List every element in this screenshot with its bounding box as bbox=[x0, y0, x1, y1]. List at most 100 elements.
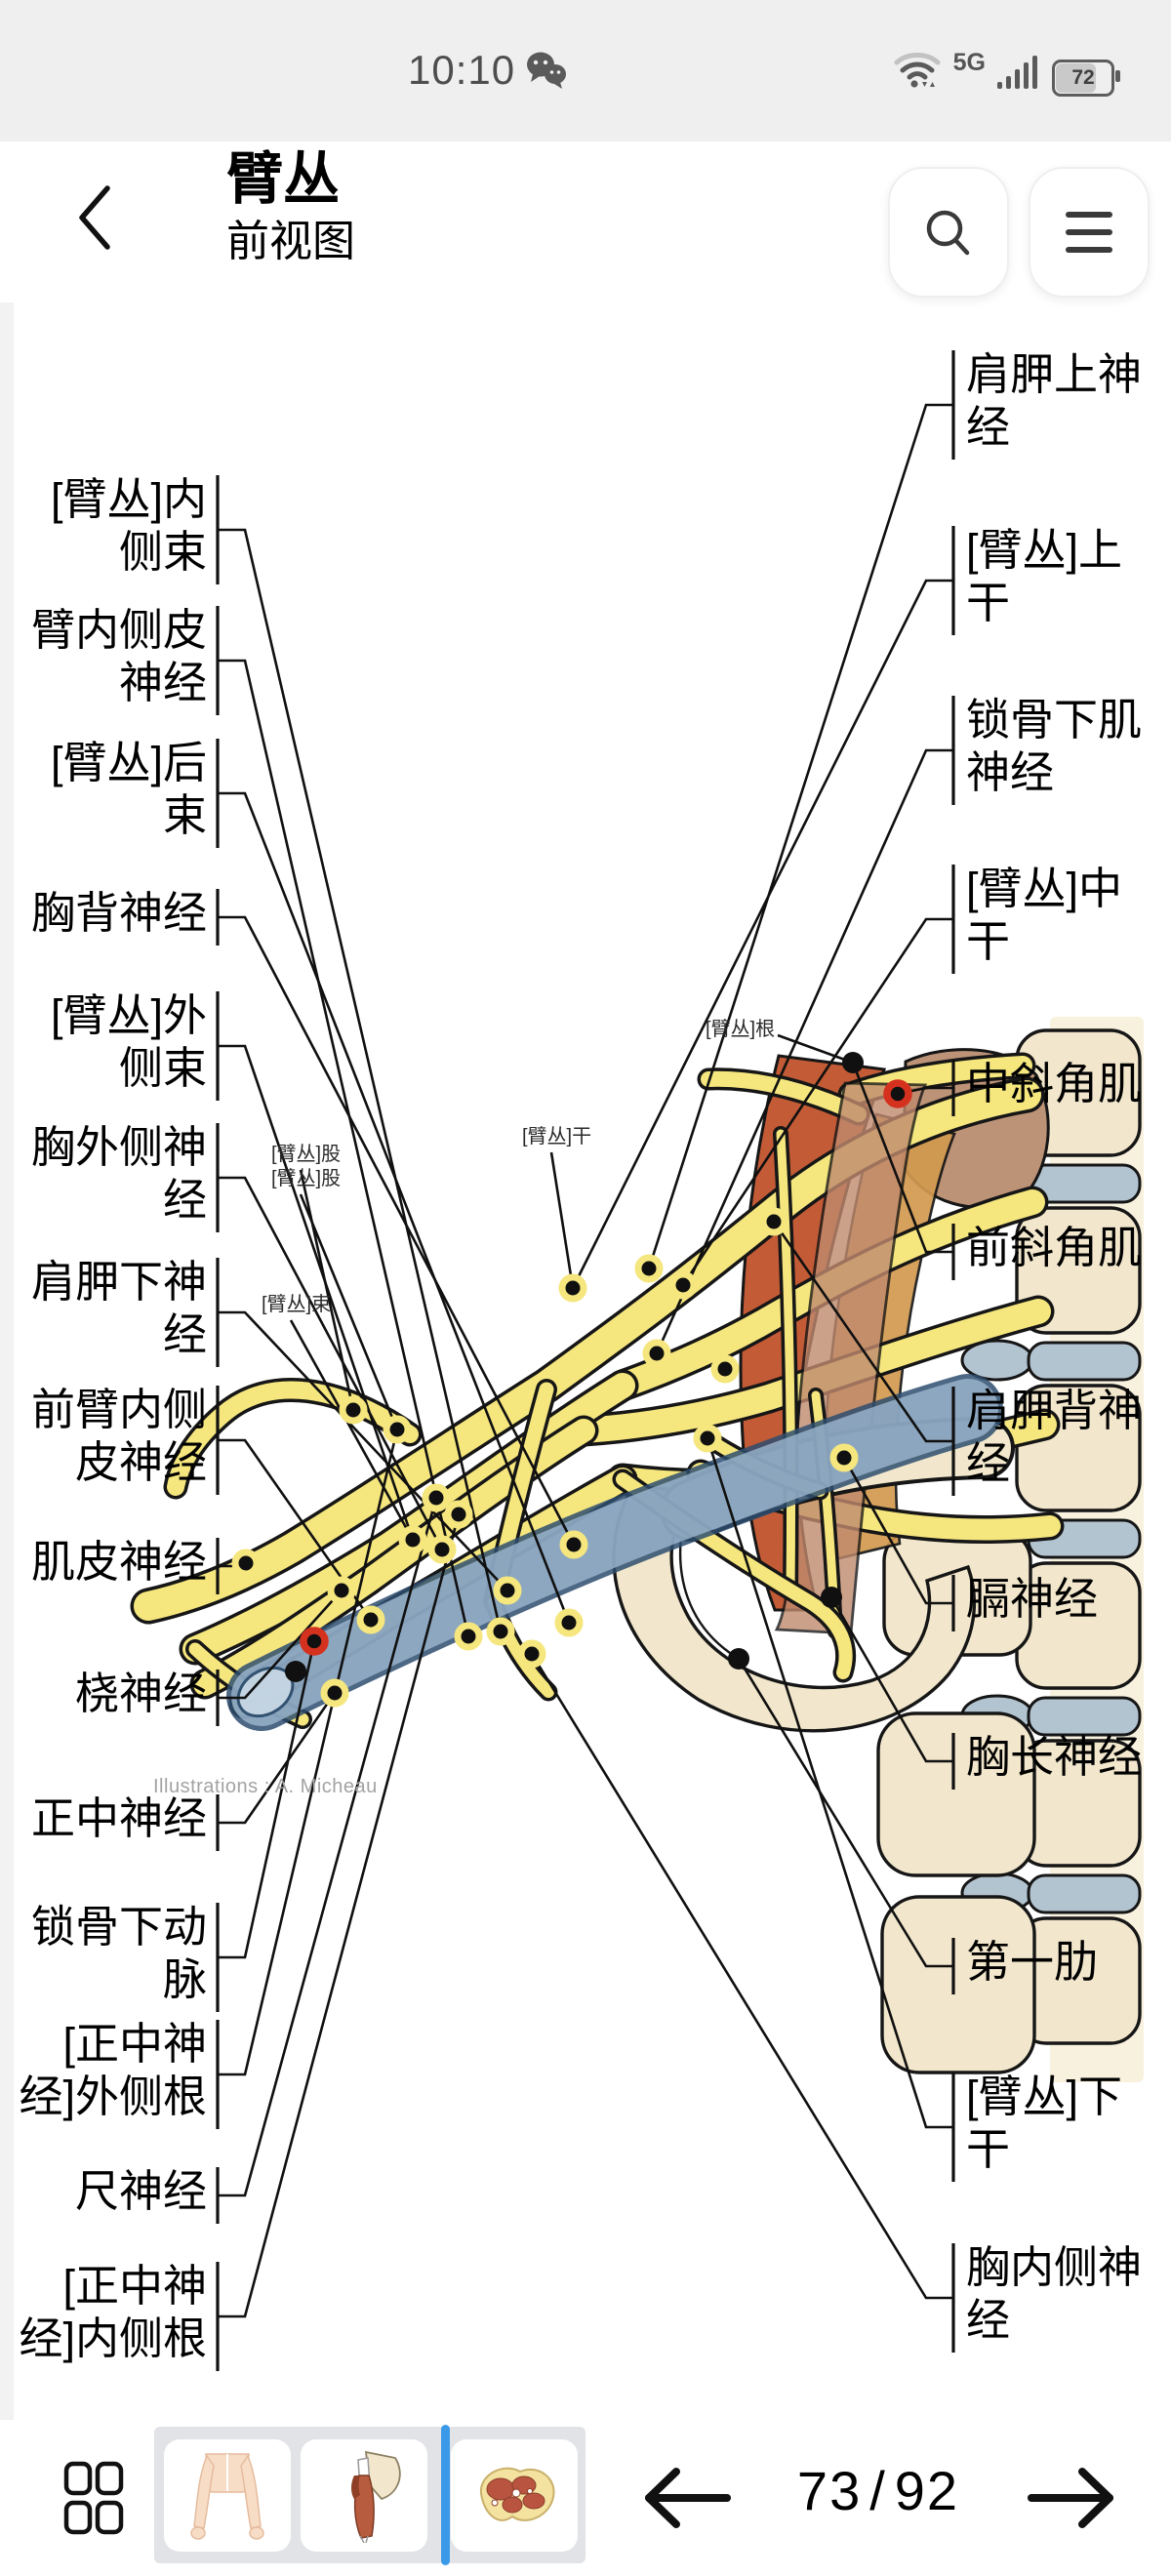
structure-dot[interactable] bbox=[422, 1483, 451, 1512]
structure-dot[interactable] bbox=[427, 1535, 457, 1564]
anatomy-label-left-4[interactable]: [臂丛]外侧束 bbox=[50, 990, 207, 1093]
anatomy-label-left-6[interactable]: 肩胛下神经 bbox=[30, 1257, 207, 1359]
wifi-icon bbox=[893, 49, 942, 95]
search-icon bbox=[926, 210, 970, 256]
prev-page-button[interactable] bbox=[632, 2447, 740, 2549]
structure-dot[interactable] bbox=[642, 1339, 671, 1368]
page-title: 臂丛 bbox=[226, 147, 341, 211]
anatomy-label-left-12[interactable]: [正中神经]外侧根 bbox=[19, 2019, 207, 2121]
anatomy-label-right-10[interactable]: [臂丛]下干 bbox=[966, 2072, 1123, 2174]
page-separator: / bbox=[869, 2460, 887, 2521]
chevron-left-icon bbox=[79, 185, 110, 250]
structure-dot[interactable] bbox=[728, 1648, 749, 1670]
anatomy-label-left-3[interactable]: 胸背神经 bbox=[30, 888, 207, 938]
highlighted-structure-dot[interactable] bbox=[300, 1627, 329, 1656]
anatomy-label-inner-4[interactable]: [臂丛]束 bbox=[262, 1294, 332, 1315]
structure-dot[interactable] bbox=[327, 1576, 356, 1605]
anatomy-label-left-7[interactable]: 前臂内侧皮神经 bbox=[30, 1385, 207, 1487]
structure-dot[interactable] bbox=[320, 1678, 349, 1708]
thumbnail-upper-limbs-skin[interactable] bbox=[164, 2438, 291, 2552]
anatomy-label-left-13[interactable]: 尺神经 bbox=[74, 2166, 207, 2216]
bottom-toolbar: 73/92 bbox=[0, 2420, 1171, 2576]
anatomy-label-right-6[interactable]: 肩胛背神经 bbox=[966, 1386, 1143, 1488]
anatomy-label-right-2[interactable]: 锁骨下肌神经 bbox=[966, 695, 1143, 797]
thumbnail-scrubber[interactable] bbox=[154, 2425, 586, 2565]
structure-dots bbox=[231, 1052, 912, 1708]
anatomy-label-left-10[interactable]: 正中神经 bbox=[30, 1793, 207, 1843]
anatomy-illustration bbox=[130, 1017, 1144, 2082]
structure-dot[interactable] bbox=[842, 1052, 864, 1073]
highlighted-structure-dot[interactable] bbox=[883, 1079, 912, 1108]
anatomy-label-right-9[interactable]: 第一肋 bbox=[966, 1937, 1099, 1987]
grid-view-button[interactable] bbox=[49, 2437, 139, 2558]
anatomy-label-right-0[interactable]: 肩胛上神经 bbox=[966, 349, 1143, 452]
signal-strength-icon bbox=[997, 55, 1040, 95]
anatomy-label-left-0[interactable]: [臂丛]内侧束 bbox=[50, 474, 207, 577]
hamburger-menu-icon bbox=[1066, 212, 1112, 253]
search-button[interactable] bbox=[888, 167, 1009, 298]
structure-dot[interactable] bbox=[829, 1443, 859, 1472]
structure-dot[interactable] bbox=[398, 1525, 427, 1554]
structure-dot[interactable] bbox=[517, 1639, 546, 1669]
structure-dot[interactable] bbox=[231, 1549, 261, 1578]
leader-lines bbox=[216, 350, 955, 2371]
network-type-label: 5G bbox=[952, 49, 986, 76]
anatomy-label-left-11[interactable]: 锁骨下动脉 bbox=[30, 1902, 207, 2004]
structure-dot[interactable] bbox=[558, 1273, 587, 1303]
structure-dot[interactable] bbox=[493, 1576, 522, 1605]
menu-button[interactable] bbox=[1029, 167, 1150, 298]
anatomy-figure[interactable] bbox=[0, 302, 1171, 2420]
structure-dot[interactable] bbox=[634, 1254, 664, 1283]
structure-dot[interactable] bbox=[486, 1617, 515, 1646]
anatomy-label-inner-3[interactable]: [臂丛]股 bbox=[271, 1168, 342, 1189]
anatomy-label-inner-2[interactable]: [臂丛]股 bbox=[271, 1144, 342, 1165]
content-edge-gutter bbox=[0, 302, 14, 2420]
anatomy-label-left-14[interactable]: [正中神经]内侧根 bbox=[19, 2261, 207, 2363]
battery-percent-text: 72 bbox=[1071, 66, 1095, 89]
structure-dot[interactable] bbox=[383, 1415, 412, 1444]
upper-limbs-skin-icon bbox=[190, 2453, 264, 2540]
anatomy-label-left-9[interactable]: 桡神经 bbox=[74, 1669, 207, 1718]
page-subtitle: 前视图 bbox=[226, 218, 355, 265]
anatomy-label-left-1[interactable]: 臂内侧皮神经 bbox=[30, 605, 207, 707]
anatomy-label-left-2[interactable]: [臂丛]后束 bbox=[50, 738, 207, 840]
structure-dot[interactable] bbox=[710, 1354, 740, 1384]
structure-dot[interactable] bbox=[285, 1661, 306, 1682]
structure-dot[interactable] bbox=[559, 1530, 588, 1559]
anatomy-label-right-7[interactable]: 膈神经 bbox=[966, 1574, 1099, 1624]
structure-dot[interactable] bbox=[444, 1500, 473, 1529]
structure-dot[interactable] bbox=[356, 1605, 385, 1634]
clock-text: 10:10 bbox=[408, 47, 516, 93]
anatomy-label-right-11[interactable]: 胸内侧神经 bbox=[966, 2242, 1143, 2345]
structure-dot[interactable] bbox=[554, 1608, 584, 1637]
structure-dot[interactable] bbox=[454, 1622, 483, 1651]
anatomy-label-right-3[interactable]: [臂丛]中干 bbox=[966, 864, 1123, 966]
anatomy-label-right-4[interactable]: 中斜角肌 bbox=[966, 1059, 1143, 1108]
illustration-credit: Illustrations : A. Micheau bbox=[153, 1776, 378, 1797]
thumbnail-arm-muscles[interactable] bbox=[301, 2438, 427, 2552]
page-total: 92 bbox=[894, 2460, 960, 2521]
scrubber-position-indicator bbox=[441, 2425, 450, 2565]
wechat-notification-icon bbox=[525, 51, 568, 95]
next-page-button[interactable] bbox=[1019, 2447, 1126, 2549]
arm-muscles-icon bbox=[351, 2450, 401, 2544]
anatomy-label-left-5[interactable]: 胸外侧神经 bbox=[30, 1122, 207, 1225]
structure-dot[interactable] bbox=[668, 1270, 698, 1300]
structure-dot[interactable] bbox=[759, 1207, 788, 1236]
structure-dot[interactable] bbox=[821, 1587, 842, 1608]
app-header: 臂丛 前视图 bbox=[0, 141, 1171, 302]
anatomy-label-right-5[interactable]: 前斜角肌 bbox=[966, 1223, 1143, 1272]
anatomy-label-left-8[interactable]: 肌皮神经 bbox=[30, 1537, 207, 1587]
structure-dot[interactable] bbox=[339, 1395, 368, 1425]
anatomy-label-inner-1[interactable]: [臂丛]干 bbox=[522, 1126, 592, 1147]
anatomy-label-right-1[interactable]: [臂丛]上干 bbox=[966, 525, 1123, 627]
anatomy-label-right-8[interactable]: 胸长神经 bbox=[966, 1732, 1143, 1782]
battery-indicator: 72 bbox=[1052, 60, 1120, 97]
back-button[interactable] bbox=[61, 169, 129, 266]
arrow-right-icon bbox=[1028, 2468, 1113, 2528]
thumbnail-arm-cross-section[interactable] bbox=[451, 2438, 578, 2552]
anatomy-label-inner-0[interactable]: [臂丛]根 bbox=[706, 1019, 776, 1040]
structure-dot[interactable] bbox=[693, 1424, 722, 1453]
arrow-left-icon bbox=[645, 2468, 731, 2528]
